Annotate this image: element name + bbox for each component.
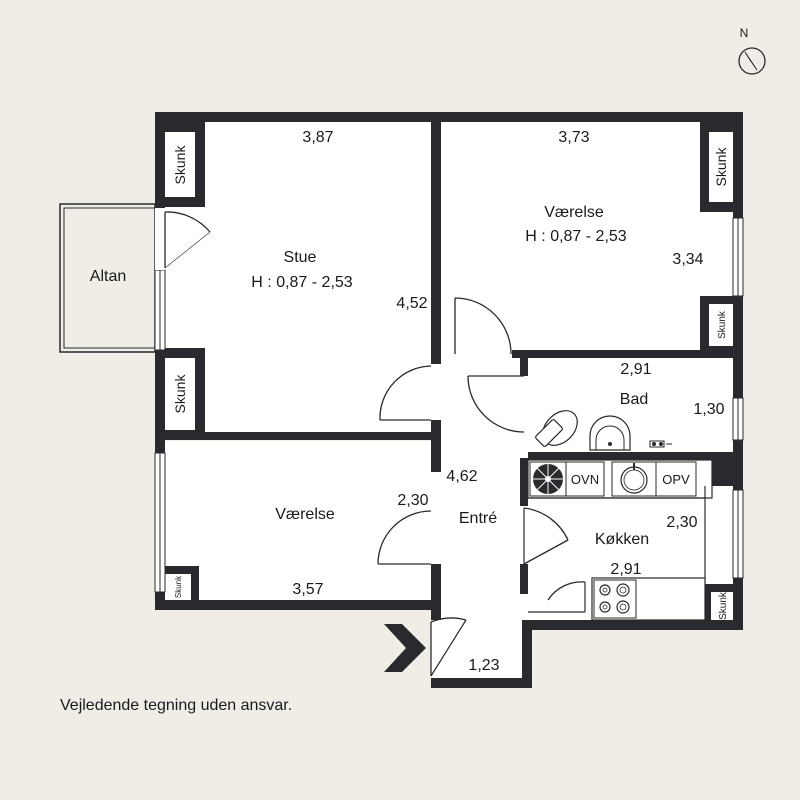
hob-icon — [529, 461, 567, 497]
door-vaerelse-bottom — [377, 472, 441, 565]
skunk-2-label: Skunk — [172, 374, 188, 414]
skunk-4-label: Skunk — [717, 310, 728, 339]
stue-name: Stue — [284, 249, 317, 266]
kitchen-sink-icon — [611, 461, 657, 497]
door-stue — [379, 364, 441, 421]
skunk-5-label: Skunk — [174, 575, 183, 598]
bathroom-fixtures — [535, 410, 672, 451]
bathroom-sink-icon — [589, 415, 631, 451]
vaerelse-bottom-name: Værelse — [275, 506, 335, 523]
kokken-depth: 2,30 — [666, 514, 697, 531]
bad-width: 2,91 — [620, 361, 651, 378]
skunk-4-interior — [709, 304, 733, 346]
skunk-2-interior — [165, 358, 195, 430]
skunk-3-interior — [709, 132, 733, 202]
wall-entry-right — [522, 620, 532, 688]
dishwasher-label: OPV — [662, 472, 690, 487]
floor-entre-vestibule — [431, 600, 524, 680]
vaerelse-top-width: 3,73 — [558, 129, 589, 146]
door-kokken — [520, 506, 569, 565]
door-entry — [430, 617, 467, 678]
wall-stue-vaerelse — [431, 122, 441, 364]
wall-bottom-left — [155, 600, 441, 610]
wall-kitchen-pillar — [712, 452, 743, 486]
wall-stue-entre — [431, 420, 441, 472]
oven-box: OVN — [565, 461, 605, 497]
wall-entry-bottom — [431, 678, 532, 688]
vaerelse-bottom-depth: 2,30 — [397, 492, 428, 509]
wall-entre-kokken — [520, 458, 528, 506]
vaerelse-top-name: Værelse — [544, 204, 604, 221]
wall-entre-kokken-lower — [520, 564, 528, 594]
skunk-5-interior — [165, 574, 191, 600]
floor-stue — [165, 122, 433, 434]
stue-depth: 4,52 — [396, 295, 427, 312]
disclaimer: Vejledende tegning uden ansvar. — [60, 697, 292, 714]
skunk-1-label: Skunk — [172, 145, 188, 185]
stove-icon — [593, 579, 637, 619]
kokken-width: 2,91 — [610, 561, 641, 578]
oven-label: OVN — [571, 472, 599, 487]
entre-width: 1,23 — [468, 657, 499, 674]
skunk-interiors — [165, 132, 733, 620]
doors — [155, 208, 586, 678]
compass-north-label: N — [740, 26, 749, 40]
bad-name: Bad — [620, 391, 648, 408]
wall-bottom-right — [522, 620, 743, 630]
entrance-arrow-icon — [384, 624, 426, 672]
door-bad — [467, 375, 528, 458]
dishwasher-box: OPV — [655, 461, 697, 497]
wall-bad-kokken — [524, 452, 743, 460]
toilet-icon — [535, 410, 578, 447]
vaerelse-bottom-width: 3,57 — [292, 581, 323, 598]
floor-vaerelse-bottom — [165, 441, 433, 600]
altan-name: Altan — [90, 268, 126, 285]
door-altan — [155, 208, 211, 270]
floor-vaerelse-top — [441, 122, 733, 350]
skunk-1-interior — [165, 132, 195, 197]
kitchen-counter: OVN OPV — [527, 459, 713, 621]
compass-ring — [738, 47, 766, 75]
entre-depth: 4,62 — [446, 468, 477, 485]
skunk-3-label: Skunk — [713, 147, 729, 187]
kokken-name: Køkken — [595, 531, 649, 548]
windows — [154, 217, 744, 593]
compass: N — [738, 26, 766, 75]
wall-entre-bad — [520, 350, 528, 376]
entre-name: Entré — [459, 510, 497, 527]
stue-height: H : 0,87 - 2,53 — [251, 274, 352, 291]
wall-vaerelse-entre — [431, 564, 441, 604]
compass-needle-icon — [744, 51, 758, 71]
skunk-6-label: Skunk — [718, 591, 729, 620]
vaerelse-top-height: H : 0,87 - 2,53 — [525, 228, 626, 245]
vaerelse-top-depth: 3,34 — [672, 251, 703, 268]
bad-depth: 1,30 — [693, 401, 724, 418]
skunk-6-interior — [711, 592, 733, 620]
door-kokken-lower — [528, 581, 586, 613]
wall-top — [155, 112, 743, 122]
washer-connection-icon — [649, 440, 672, 448]
wall-vaerelse-bad — [512, 350, 743, 358]
door-vaerelse-top — [445, 297, 512, 358]
wall-entry-left — [431, 600, 441, 620]
stue-width: 3,87 — [302, 129, 333, 146]
wall-stue-vaerelse-bottom — [195, 432, 441, 440]
